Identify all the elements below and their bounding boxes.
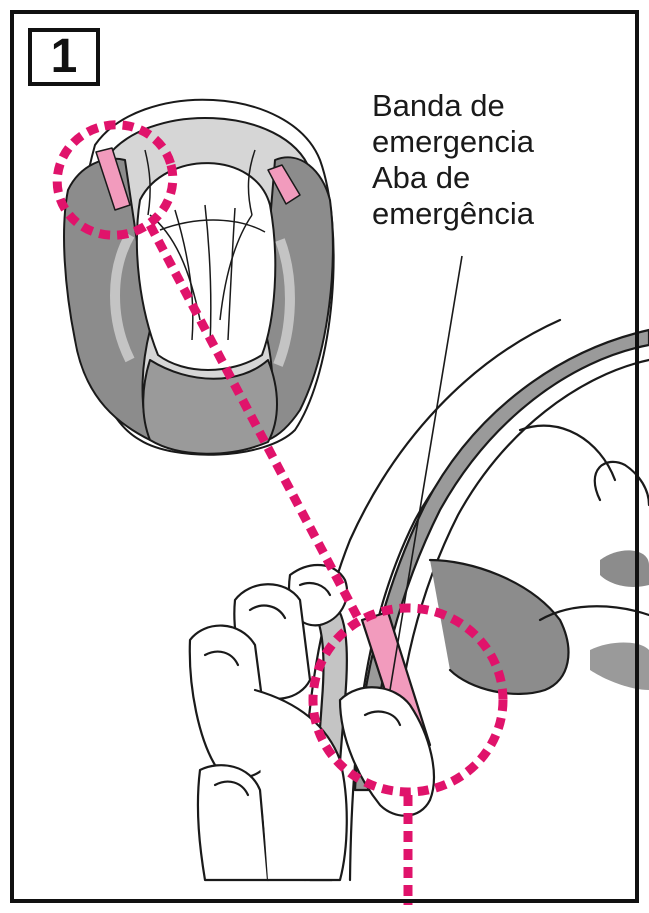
callout-line-spanish-1: Banda de	[372, 88, 622, 124]
helmet-liner-illustration	[64, 100, 334, 455]
callout-line-spanish-2: emergencia	[372, 124, 622, 160]
step-number: 1	[51, 33, 78, 81]
step-number-box: 1	[28, 28, 100, 86]
callout-line-portuguese-2: emergência	[372, 196, 622, 232]
emergency-tab-callout: Banda de emergencia Aba de emergência	[372, 88, 622, 232]
callout-line-portuguese-1: Aba de	[372, 160, 622, 196]
